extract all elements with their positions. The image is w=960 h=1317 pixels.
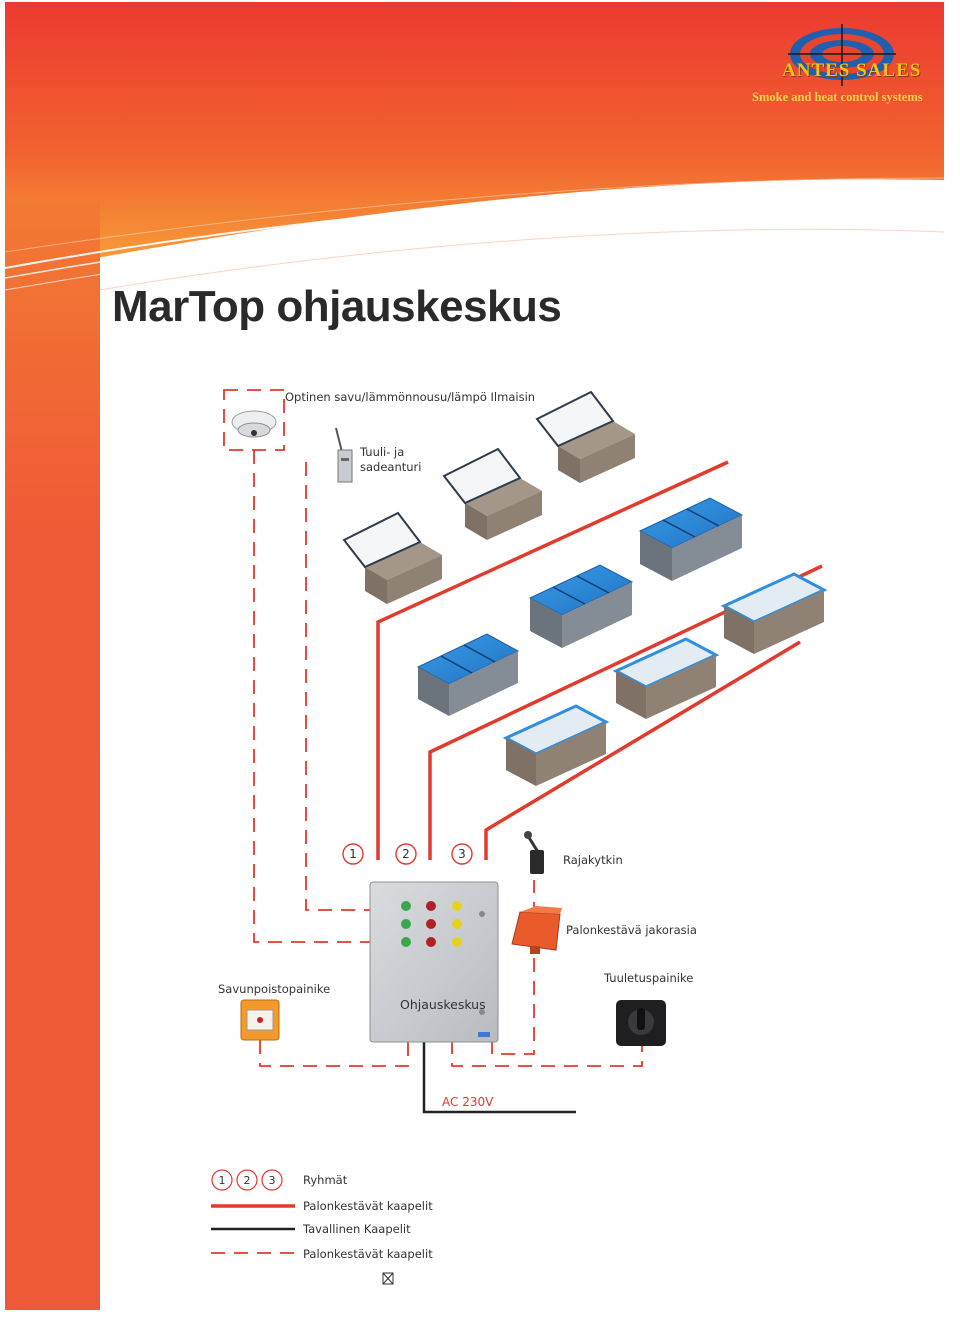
group-1-label: 1 bbox=[349, 847, 357, 861]
wind-rain-label-1: Tuuli- ja bbox=[360, 445, 405, 459]
legend-group-3: 3 bbox=[269, 1174, 276, 1187]
legend-red-solid-label: Palonkestävät kaapelit bbox=[303, 1199, 433, 1213]
smoke-button-label: Savunpoistopainike bbox=[218, 982, 331, 996]
open-hatch bbox=[342, 511, 442, 604]
glass-hatch bbox=[720, 572, 828, 654]
smoke-detector-icon bbox=[231, 410, 277, 438]
group-markers bbox=[342, 843, 473, 865]
detector-label: Optinen savu/lämmönnousu/lämpö Ilmaisin bbox=[285, 390, 536, 404]
blue-hatch bbox=[638, 497, 744, 581]
fire-cables-dashed bbox=[223, 389, 643, 1067]
group-2-label: 2 bbox=[402, 847, 410, 861]
glass-hatch bbox=[502, 704, 610, 786]
glass-hatch bbox=[612, 637, 720, 719]
limit-switch-icon bbox=[524, 831, 544, 874]
logo-tagline: Smoke and heat control systems bbox=[752, 90, 923, 104]
page-title: MarTop ohjauskeskus bbox=[112, 282, 562, 331]
junction-box-label: Palonkestävä jakorasia bbox=[566, 923, 697, 937]
header-band bbox=[4, 2, 945, 1310]
manual-call-point-icon bbox=[240, 999, 280, 1041]
legend-group-2: 2 bbox=[244, 1174, 251, 1187]
control-center-cabinet bbox=[369, 881, 499, 1043]
logo-brand-text: ANTES SALES bbox=[782, 60, 922, 81]
group-3-label: 3 bbox=[458, 847, 466, 861]
control-center-label: Ohjauskeskus bbox=[400, 997, 486, 1012]
power-cable bbox=[422, 1040, 576, 1114]
open-hatch bbox=[535, 390, 635, 483]
legend-group-markers bbox=[211, 1169, 283, 1191]
legend-groups-label: Ryhmät bbox=[303, 1173, 348, 1187]
fire-cables bbox=[376, 460, 823, 860]
limit-switch-label: Rajakytkin bbox=[563, 853, 623, 867]
legend-black-solid-label: Tavallinen Kaapelit bbox=[303, 1222, 411, 1236]
junction-box-icon bbox=[511, 906, 562, 954]
blue-hatch bbox=[416, 633, 520, 716]
close-box-icon bbox=[382, 1272, 394, 1285]
logo bbox=[788, 24, 896, 86]
wind-rain-label-2: sadeanturi bbox=[360, 460, 422, 474]
vent-button-label: Tuuletuspainike bbox=[604, 971, 694, 985]
legend-red-dashed-label: Palonkestävät kaapelit bbox=[303, 1247, 433, 1261]
legend-group-1: 1 bbox=[219, 1174, 226, 1187]
power-label: AC 230V bbox=[442, 1095, 494, 1109]
wind-rain-sensor-icon bbox=[335, 427, 353, 483]
open-hatch bbox=[442, 447, 542, 540]
vent-switch-icon bbox=[616, 1000, 666, 1046]
blue-hatch bbox=[528, 564, 634, 648]
